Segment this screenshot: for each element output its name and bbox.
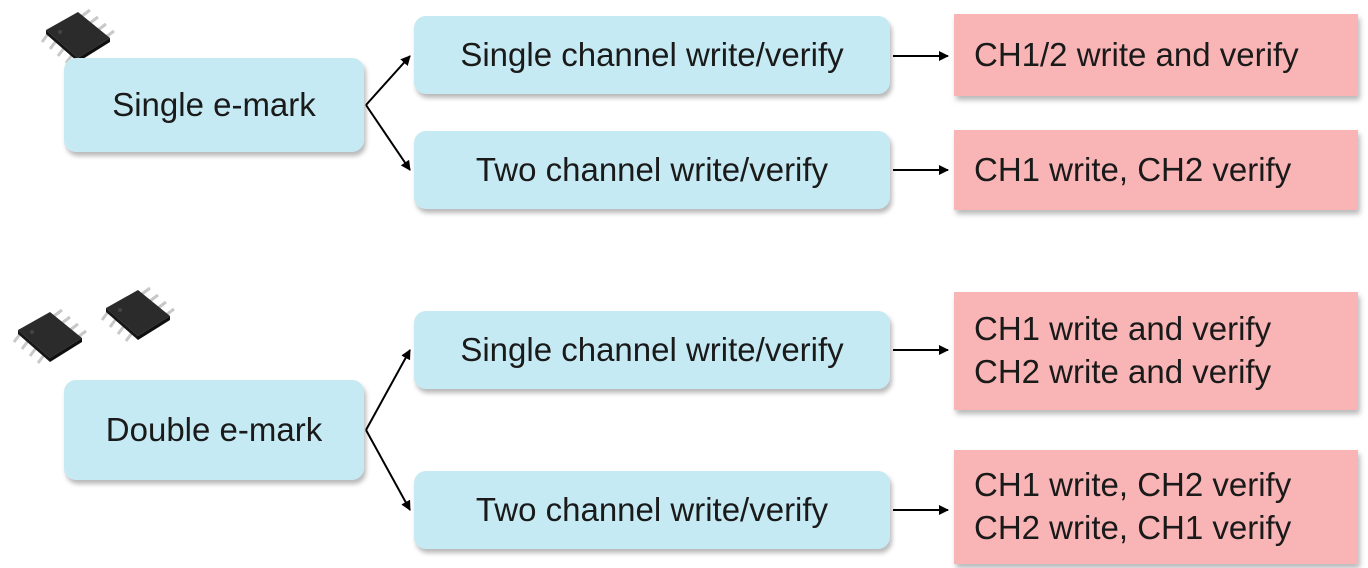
arrow-root2-to-mode4 bbox=[365, 429, 411, 511]
arrow-root1-to-mode1 bbox=[365, 55, 411, 106]
result-box: CH1 write and verify CH2 write and verif… bbox=[954, 292, 1358, 410]
mode-label: Two channel write/verify bbox=[475, 150, 829, 188]
result-line: CH1 write, CH2 verify bbox=[974, 150, 1292, 188]
chip-pins-icon bbox=[40, 8, 115, 64]
result-line: CH2 write and verify bbox=[974, 353, 1272, 390]
result-box: CH1/2 write and verify bbox=[954, 14, 1358, 96]
mode-label: Two channel write/verify bbox=[475, 490, 829, 528]
mode-label: Single channel write/verify bbox=[460, 35, 844, 73]
mode-box-two-channel: Two channel write/verify bbox=[414, 471, 890, 549]
root-box-double-emark: Double e-mark bbox=[64, 380, 364, 480]
result-box: CH1 write, CH2 verify bbox=[954, 130, 1358, 210]
result-line: CH1/2 write and verify bbox=[974, 35, 1299, 73]
arrow-root1-to-mode2 bbox=[365, 104, 411, 171]
result-line: CH1 write, CH2 verify bbox=[974, 466, 1292, 504]
mode-label: Single channel write/verify bbox=[460, 330, 844, 368]
result-box: CH1 write, CH2 verify CH2 write, CH1 ver… bbox=[954, 450, 1358, 564]
result-line: CH1 write and verify bbox=[974, 310, 1272, 348]
root-box-single-emark: Single e-mark bbox=[64, 58, 364, 152]
mode-box-two-channel: Two channel write/verify bbox=[414, 131, 890, 209]
mode-box-single-channel: Single channel write/verify bbox=[414, 311, 890, 389]
chip-icon bbox=[100, 286, 175, 342]
chip-pins-icon bbox=[12, 308, 87, 364]
mode-box-single-channel: Single channel write/verify bbox=[414, 16, 890, 94]
chip-icon bbox=[12, 308, 87, 364]
chip-icon bbox=[40, 8, 115, 64]
result-line: CH2 write, CH1 verify bbox=[974, 509, 1292, 546]
root-label: Double e-mark bbox=[105, 410, 323, 448]
root-label: Single e-mark bbox=[112, 85, 316, 123]
arrow-root2-to-mode3 bbox=[365, 349, 411, 431]
